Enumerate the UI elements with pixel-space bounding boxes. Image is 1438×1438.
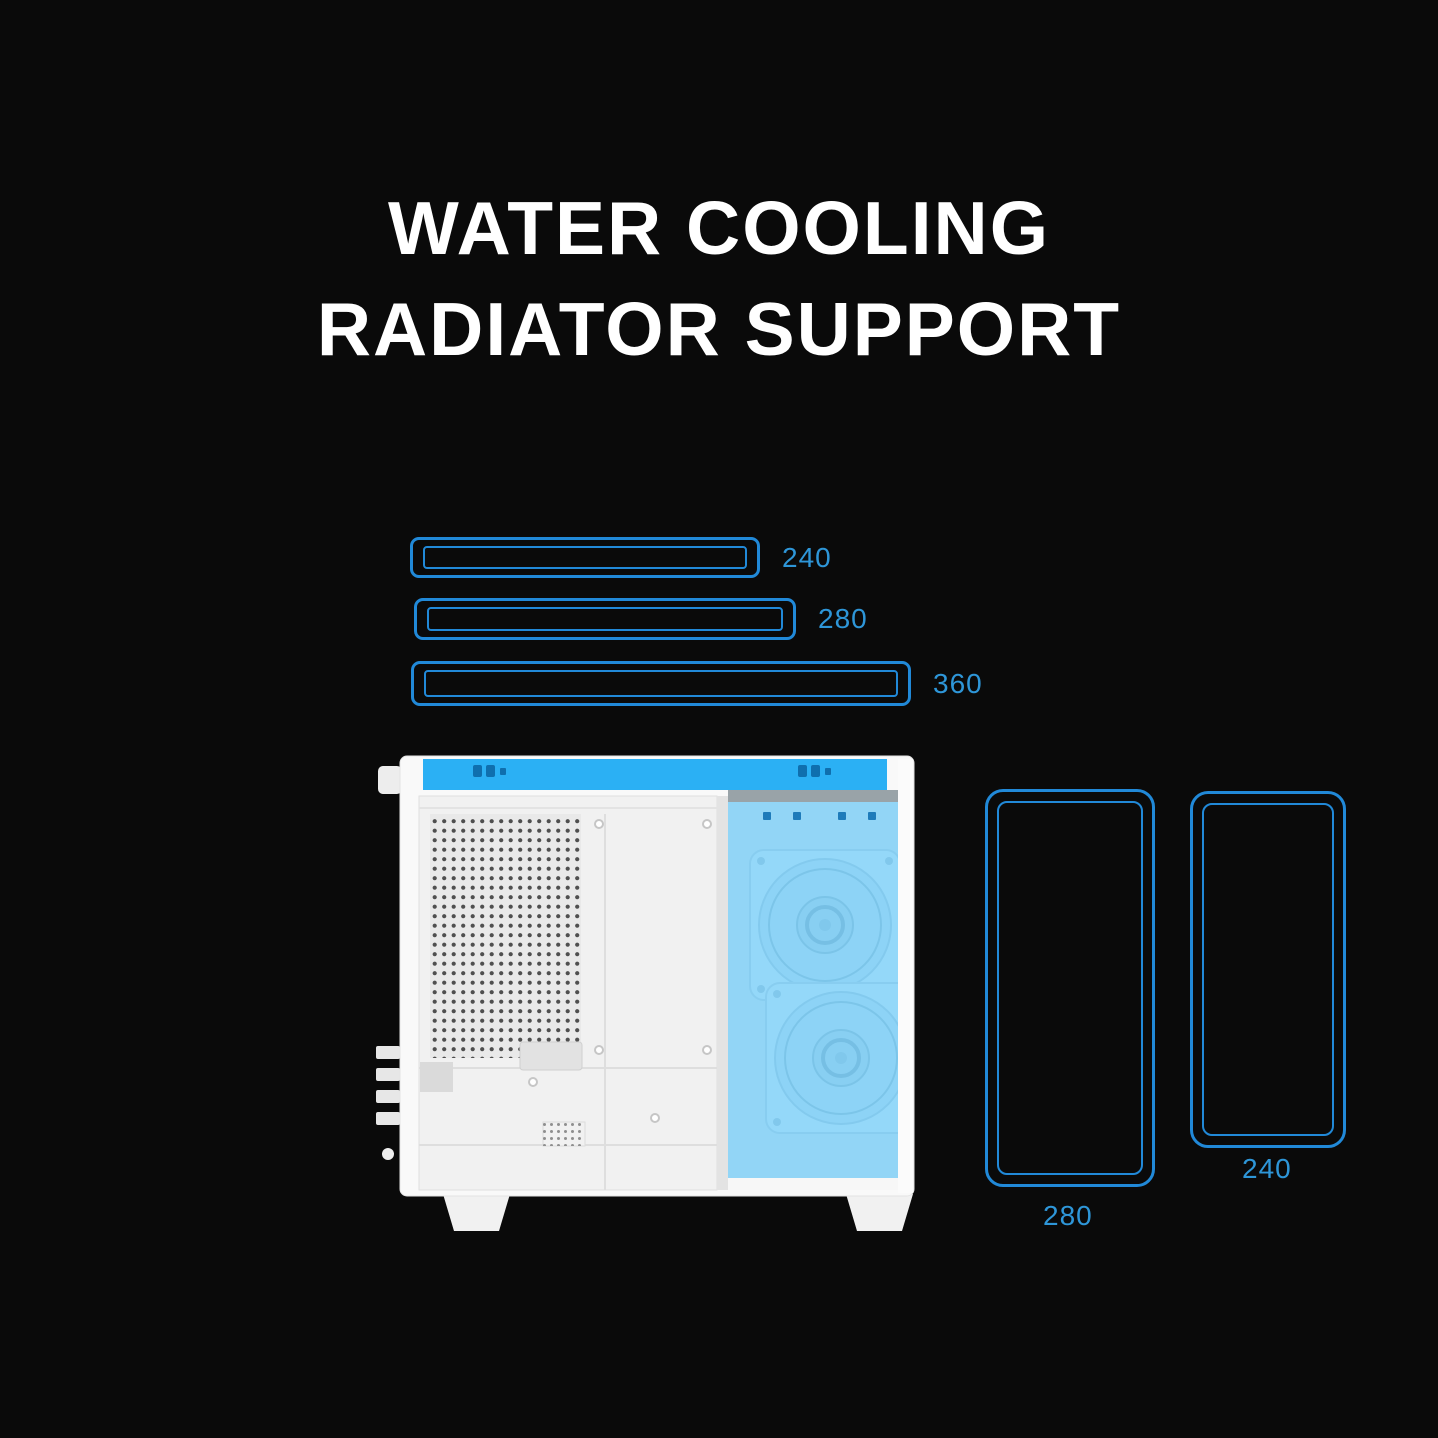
front-panel-edge: [898, 759, 913, 1193]
top-radiator-core-280: [427, 607, 783, 631]
side-radiator-280-core: [997, 801, 1143, 1175]
tray-cutouts: [420, 1041, 586, 1147]
side-radiator-240-outline: [1190, 791, 1346, 1148]
title-line-1: WATER COOLING: [387, 186, 1051, 270]
top-radiator-highlight: [423, 759, 887, 790]
top-radiator-core-360: [424, 670, 898, 697]
side-radiator-240-label: 240: [1242, 1153, 1292, 1184]
top-radiator-label-360: 360: [933, 667, 983, 699]
fan-zone-top-strip: [728, 790, 898, 802]
case-feet: [443, 1194, 913, 1231]
top-radiator-row-360: 360: [411, 661, 983, 706]
top-radiator-core-240: [423, 546, 747, 569]
page-title: WATER COOLING RADIATOR SUPPORT: [0, 178, 1438, 380]
top-radiator-row-240: 240: [410, 537, 832, 578]
title-line-2: RADIATOR SUPPORT: [316, 287, 1122, 371]
chamber-divider: [717, 796, 728, 1190]
side-radiator-280-outline: [985, 789, 1155, 1187]
top-radiator-outline-240: [410, 537, 760, 578]
fan-zone-highlight: [728, 802, 898, 1178]
top-radiator-outline-280: [414, 598, 796, 640]
top-radiator-row-280: 280: [414, 598, 868, 640]
perforated-side-panel: [430, 814, 581, 1058]
top-radiator-label-280: 280: [818, 603, 868, 634]
front-fan-zone: [728, 790, 898, 1190]
top-radiator-label-240: 240: [782, 541, 832, 573]
standoff-holes: [528, 819, 712, 1123]
pc-case-illustration: [376, 755, 915, 1231]
side-radiator-280-label: 280: [1043, 1200, 1093, 1231]
side-radiator-240-core: [1202, 803, 1334, 1136]
rear-panel-details: [376, 766, 402, 1160]
top-radiator-outline-360: [411, 661, 911, 706]
